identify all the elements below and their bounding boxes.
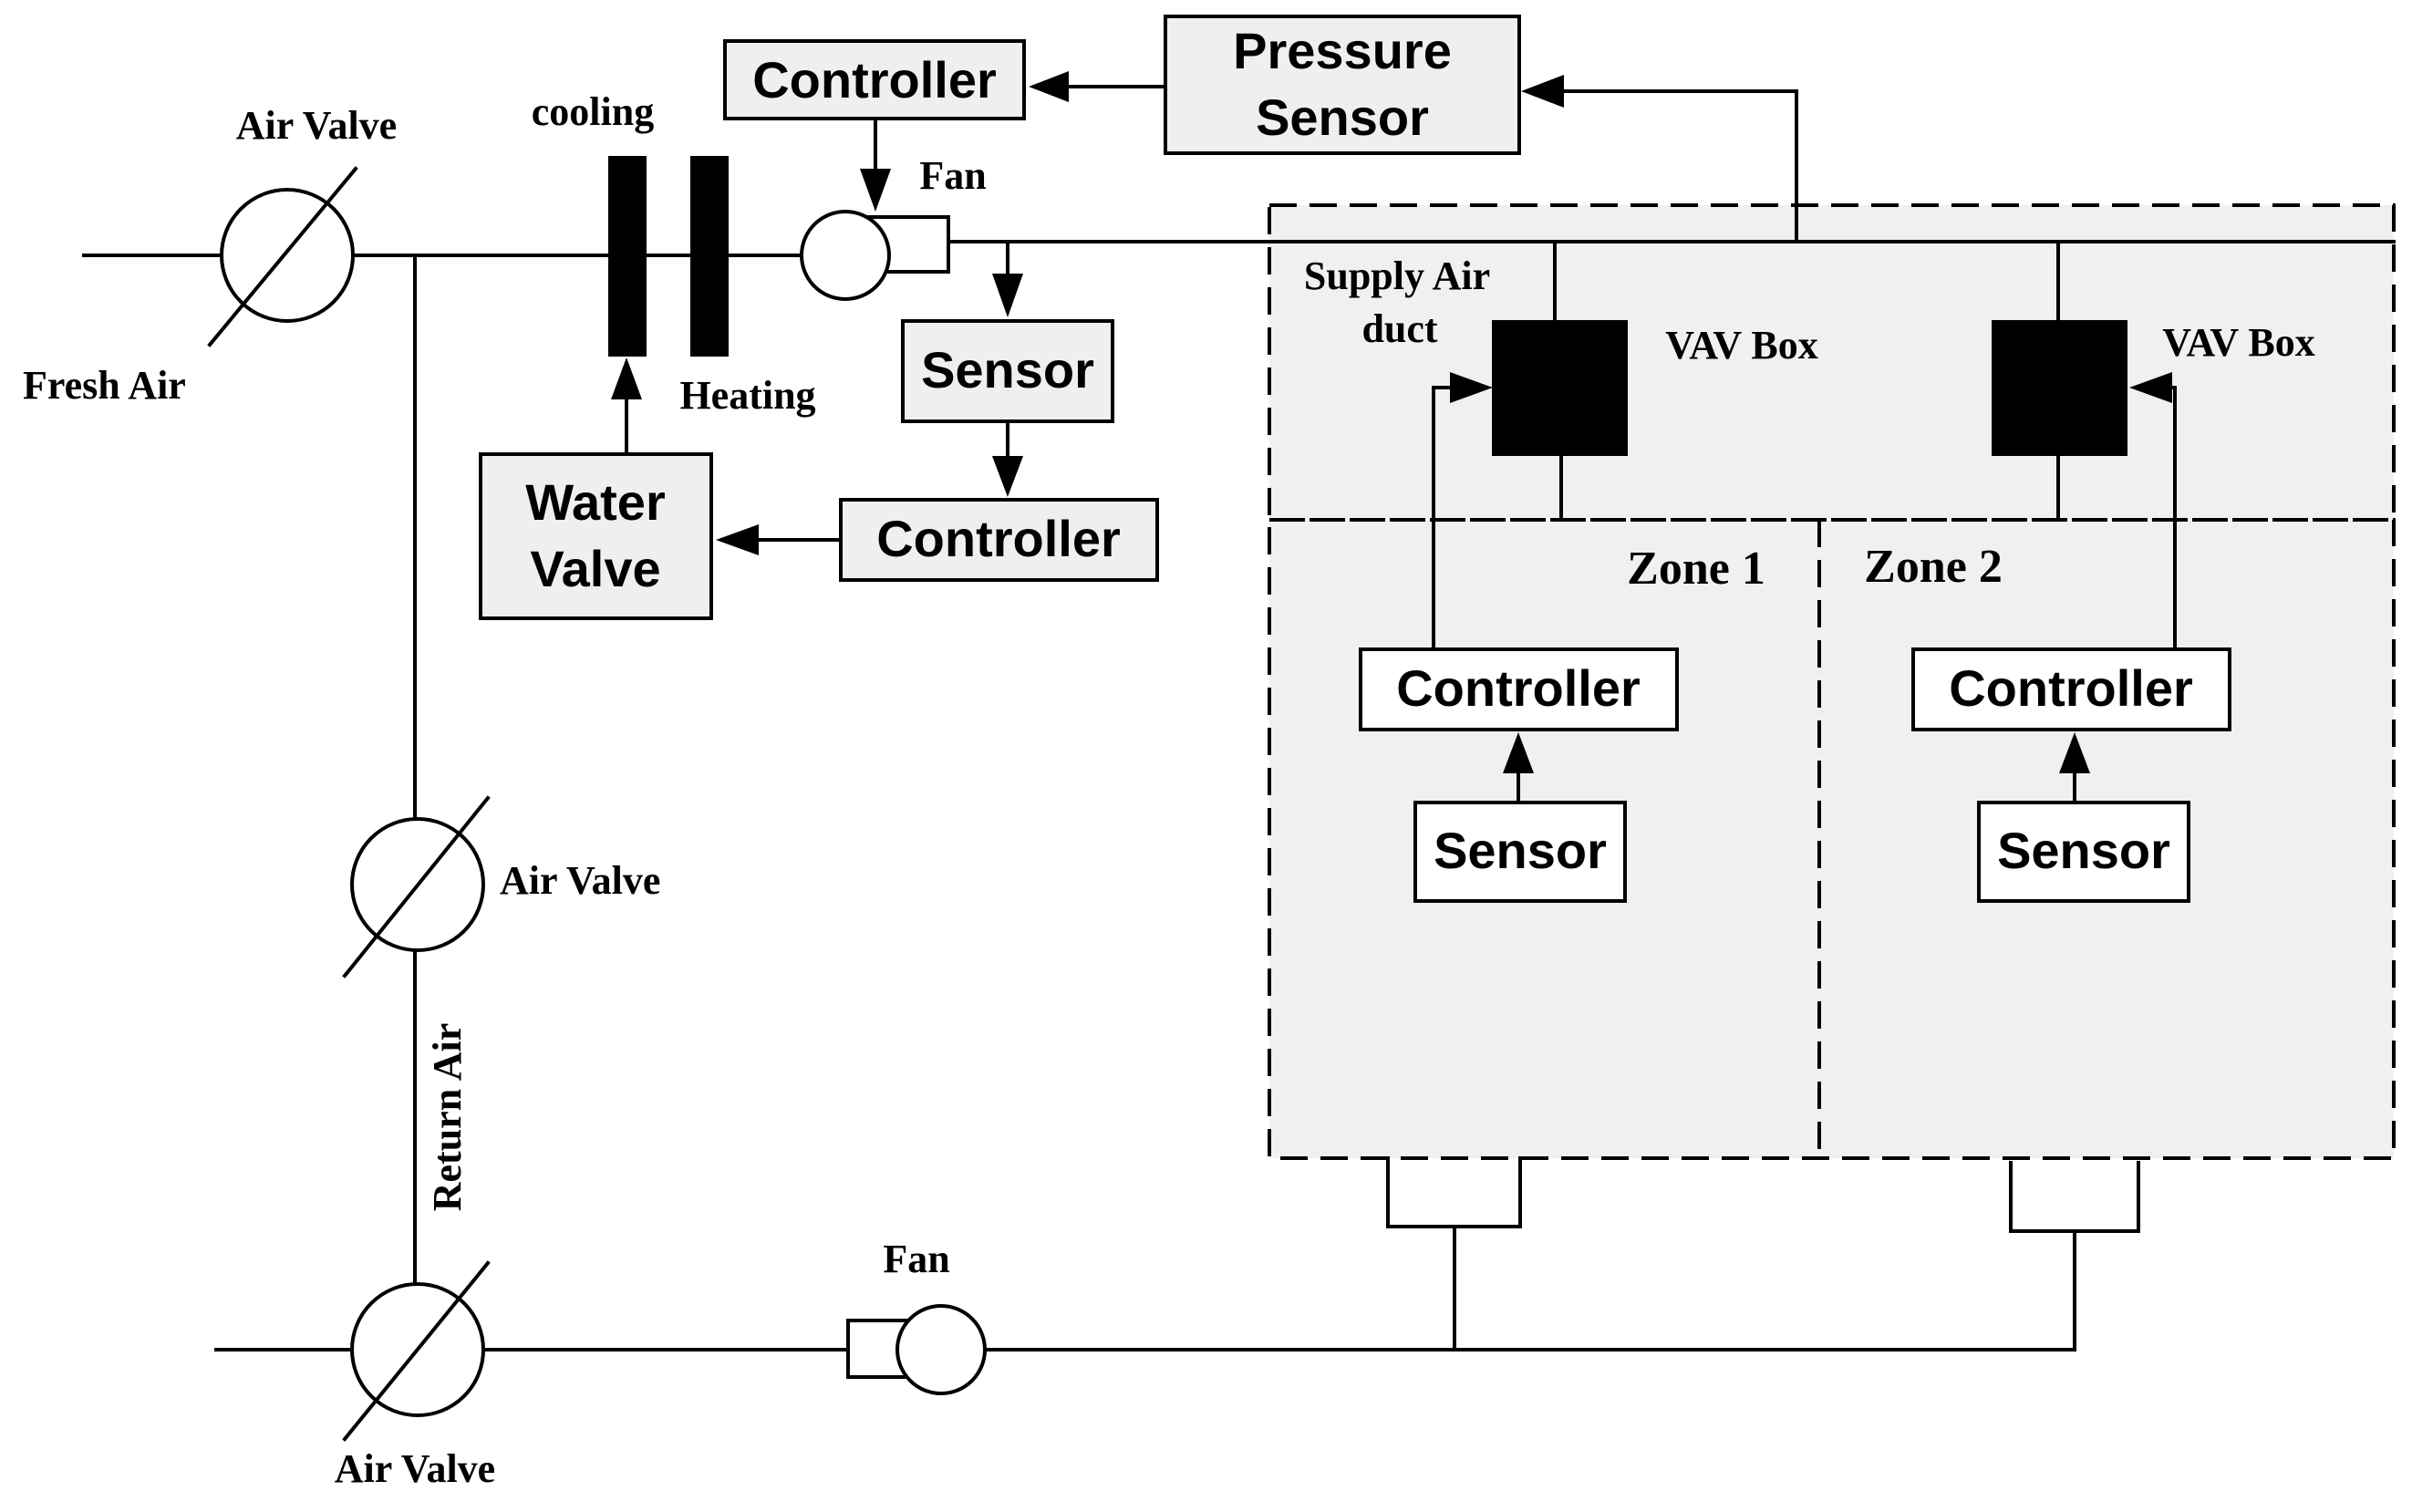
fan-return-label: Fan <box>883 1237 949 1281</box>
zone1-sensor-label: Sensor <box>1434 822 1607 879</box>
vav-box-2-label: VAV Box <box>2162 320 2315 365</box>
fresh-air-label: Fresh Air <box>23 363 186 408</box>
zone-2-label: Zone 2 <box>1864 541 2003 593</box>
controller-fan-box[interactable] <box>723 39 1026 120</box>
return-air-label: Return Air <box>425 1023 470 1212</box>
water-valve-label-1: Water <box>525 473 666 531</box>
controller-fan-label: Controller <box>752 51 997 109</box>
air-valve-bottom[interactable] <box>342 1260 491 1442</box>
cooling-label: cooling <box>532 89 654 134</box>
air-valve-mid-label: Air Valve <box>500 858 660 903</box>
arrow-to-fan <box>860 169 891 212</box>
controller-temp-box[interactable] <box>839 498 1159 582</box>
zone1-return-grille <box>1386 1156 1522 1228</box>
pressure-sensor-label-2: Sensor <box>1256 88 1429 146</box>
vav-box-1-label: VAV Box <box>1665 323 1818 368</box>
return-fan[interactable] <box>846 1304 987 1395</box>
arrow-to-controller-fan <box>1029 71 1069 102</box>
pressure-sensor-box[interactable] <box>1164 15 1521 155</box>
vav-box-1[interactable] <box>1492 320 1628 456</box>
controller-temp-label: Controller <box>876 510 1121 567</box>
zone1-controller-label: Controller <box>1396 659 1641 717</box>
zone-boundaries <box>1268 203 2396 1160</box>
sensor-supply-label: Sensor <box>921 341 1094 399</box>
arrow-to-vav-box-1 <box>1450 372 1493 403</box>
supply-air-line <box>82 240 2396 257</box>
arrow-zone1-controller <box>1503 732 1534 773</box>
air-valve-fresh-label: Air Valve <box>236 103 397 148</box>
supply-duct-boundary <box>1268 203 2396 522</box>
zone-1-label: Zone 1 <box>1627 543 1765 595</box>
heating-coil <box>690 156 729 357</box>
air-valve-mid[interactable] <box>342 795 491 979</box>
exhaust-line <box>214 1225 2076 1351</box>
supply-fan[interactable] <box>800 210 950 301</box>
heating-label: Heating <box>679 373 815 418</box>
water-valve-box[interactable] <box>479 452 713 620</box>
zone2-return-grille <box>2009 1161 2140 1233</box>
pressure-tap-line <box>1562 89 1798 243</box>
air-valve-fresh[interactable] <box>207 166 358 347</box>
zone1-controller-box[interactable] <box>1359 647 1679 731</box>
arrow-to-sensor <box>992 274 1023 317</box>
sensor-supply-box[interactable] <box>901 319 1114 423</box>
zone2-sensor-label: Sensor <box>1997 822 2170 879</box>
water-valve-label-2: Valve <box>530 540 660 597</box>
zone2-controller-box[interactable] <box>1911 647 2231 731</box>
arrow-to-controller-temp <box>992 456 1023 497</box>
zone1-controller-to-vav-line <box>1432 386 1452 651</box>
arrow-to-water-valve <box>716 524 759 555</box>
zone2-controller-label: Controller <box>1949 659 2193 717</box>
zone2-sensor-box[interactable] <box>1977 801 2190 903</box>
supply-duct-label-2: duct <box>1361 306 1437 351</box>
vav-box-2[interactable] <box>1992 320 2127 456</box>
arrow-to-pressure-sensor <box>1521 75 1564 108</box>
fan-supply-label: Fan <box>919 153 986 198</box>
air-valve-bottom-label: Air Valve <box>335 1446 495 1491</box>
arrow-to-cooling-coil <box>611 357 642 399</box>
arrow-to-vav-box-2 <box>2129 372 2172 403</box>
zone1-sensor-box[interactable] <box>1413 801 1627 903</box>
supply-duct-label-1: Supply Air <box>1304 254 1490 298</box>
pressure-sensor-label-1: Pressure <box>1233 22 1452 79</box>
cooling-coil <box>608 156 647 357</box>
arrow-zone2-controller <box>2059 732 2090 773</box>
zones-boundary <box>1268 518 2396 1160</box>
